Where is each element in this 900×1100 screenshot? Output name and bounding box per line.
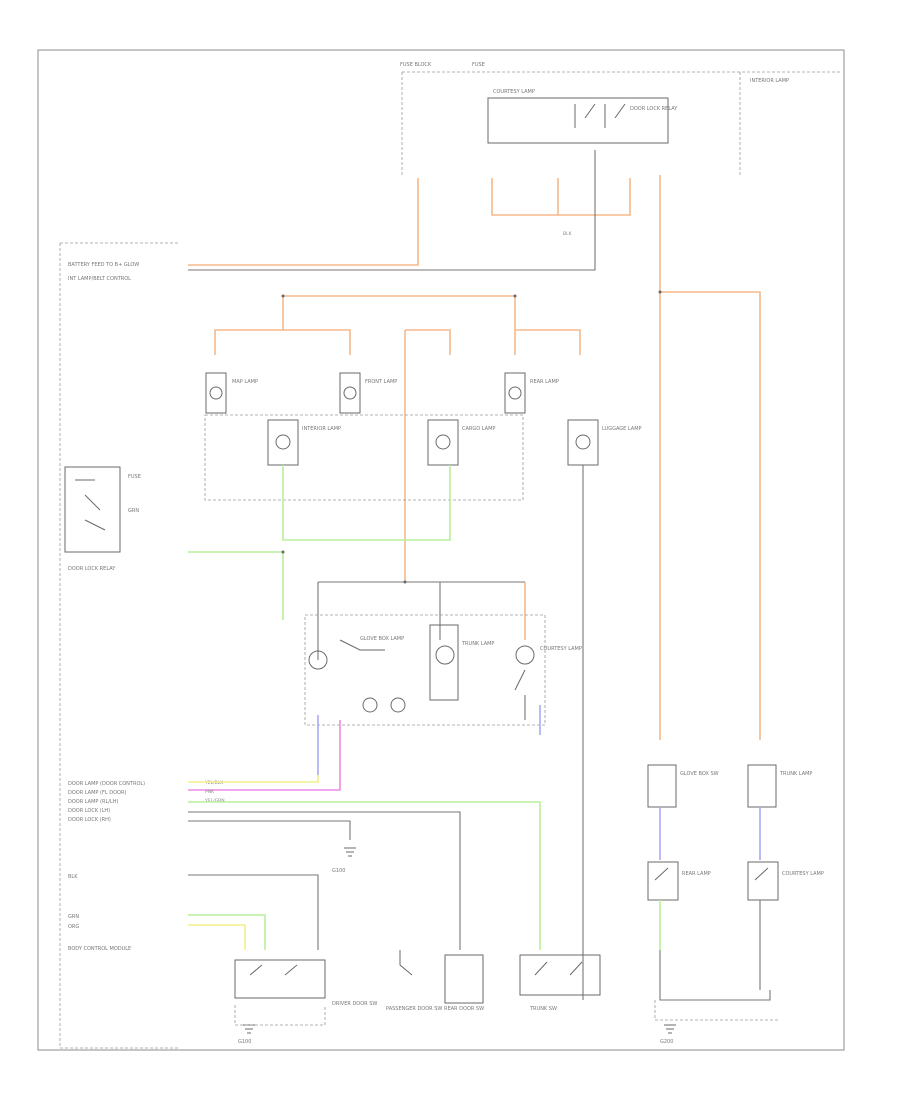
courtesy-switch: COURTESY LAMP	[747, 861, 824, 901]
body-control-label: BODY CONTROL MODULE	[68, 946, 131, 952]
glove-box-lamp-label: GLOVE BOX LAMP	[360, 636, 404, 642]
wire-yellow	[188, 775, 319, 783]
trunk-switch: TRUNK SW	[519, 954, 601, 1012]
door-lock-relay-box: FUSE GRN DOOR LOCK RELAY	[64, 466, 141, 572]
wire-yel-label: YEL/BLK	[204, 780, 224, 786]
wire-green-upper	[282, 465, 451, 541]
rear-lamp-switch-label: REAR LAMP	[682, 871, 711, 877]
trunk-switch-label: TRUNK SW	[529, 1006, 557, 1012]
glove-box-switch-label: GLOVE BOX SW	[680, 771, 719, 777]
fuse-block-label: FUSE BLOCK	[400, 62, 432, 68]
ground-right-label: G200	[660, 1039, 673, 1045]
trunk-lamp-right-label: TRUNK LAMP	[779, 771, 812, 777]
rear-lamp-label: REAR LAMP	[530, 379, 559, 385]
door-lamp-down-label: DOOR LAMP (DOOR CONTROL)	[68, 781, 145, 787]
courtesy-lamp: COURTESY LAMP	[514, 645, 582, 720]
passenger-door-switch-label: PASSENGER DOOR SW	[386, 1006, 442, 1012]
ground-right: G200	[660, 1024, 676, 1045]
rear-door-switch-label: REAR DOOR SW	[444, 1006, 484, 1012]
front-lamp: FRONT LAMP	[339, 372, 397, 414]
rear-door-switch: REAR DOOR SW	[444, 954, 484, 1012]
lower-blk-label: BLK	[68, 874, 78, 880]
fuse-label-1: FUSE	[472, 62, 485, 68]
luggage-lamp: LUGGAGE LAMP	[567, 419, 642, 466]
door-lamp-fl-label: DOOR LAMP (FL DOOR)	[68, 790, 126, 796]
wire-right-feed	[660, 291, 761, 740]
passenger-door-switch: PASSENGER DOOR SW	[386, 950, 442, 1012]
wire-pnk-label: PNK	[205, 789, 215, 795]
body-control-module-outline	[59, 242, 180, 1049]
battery-feed-label: BATTERY FEED TO B+ GLOW	[68, 262, 139, 268]
wire-yel2-label: YEL/GRN	[204, 798, 225, 804]
interior-lamp-1-label: INTERIOR LAMP	[302, 426, 341, 432]
door-lamp-rl-label: DOOR LAMP (RL/LH)	[68, 799, 118, 805]
ground-mid-label: G100	[332, 868, 345, 874]
door-lock-lh-label: DOOR LOCK (LH)	[68, 808, 110, 814]
lamp-control-label: INT LAMP/BELT CONTROL	[68, 276, 131, 282]
rear-lamp-switch: REAR LAMP	[647, 861, 711, 901]
rear-lamp: REAR LAMP	[504, 372, 559, 414]
door-lock-rh-label: DOOR LOCK (RH)	[68, 817, 111, 823]
relay-grn-label: GRN	[128, 508, 139, 514]
diagram-border	[37, 49, 845, 1051]
wire-top-left	[188, 178, 419, 266]
front-lamp-label: FRONT LAMP	[365, 379, 397, 385]
cargo-lamp: CARGO LAMP	[427, 419, 495, 466]
courtesy-switch-label: COURTESY LAMP	[782, 871, 824, 877]
interior-lamp-1: INTERIOR LAMP	[267, 419, 341, 466]
driver-door-switch: DRIVER DOOR SW	[234, 959, 377, 1007]
trunk-lamp: TRUNK LAMP	[429, 624, 494, 701]
luggage-lamp-label: LUGGAGE LAMP	[602, 426, 642, 432]
wire-upper-bus	[283, 295, 516, 330]
relay-label: DOOR LOCK RELAY	[630, 106, 678, 112]
wire-yellow-green	[188, 801, 541, 950]
relay-box-label: DOOR LOCK RELAY	[68, 566, 116, 572]
fuse-block: FUSE BLOCK FUSE COURTESY LAMP DOOR LOCK …	[400, 62, 840, 175]
driver-door-switch-label: DRIVER DOOR SW	[332, 1001, 377, 1007]
relay-fuse-label: FUSE	[128, 474, 141, 480]
wire-top-main	[491, 178, 631, 216]
lower-org-label: ORG	[68, 924, 79, 930]
top-wire-blk: BLK	[563, 231, 573, 237]
glove-box-switch: GLOVE BOX SW	[647, 764, 719, 808]
ground-mid: G100	[332, 847, 356, 874]
lower-grn-label: GRN	[68, 914, 79, 920]
cargo-lamp-label: CARGO LAMP	[462, 426, 495, 432]
courtesy-lamp-label: COURTESY LAMP	[540, 646, 582, 652]
ground-left-label: G100	[238, 1039, 251, 1045]
glove-box-lamp: GLOVE BOX LAMP	[308, 636, 406, 713]
map-lamp: MAP LAMP	[205, 372, 258, 414]
map-lamp-label: MAP LAMP	[232, 379, 258, 385]
trunk-lamp-label: TRUNK LAMP	[461, 641, 494, 647]
interior-lamp-label: INTERIOR LAMP	[750, 78, 789, 84]
ground-left: G100	[238, 1024, 255, 1045]
fuse-lamp-label: COURTESY LAMP	[493, 89, 535, 95]
trunk-lamp-right: TRUNK LAMP	[747, 764, 812, 808]
